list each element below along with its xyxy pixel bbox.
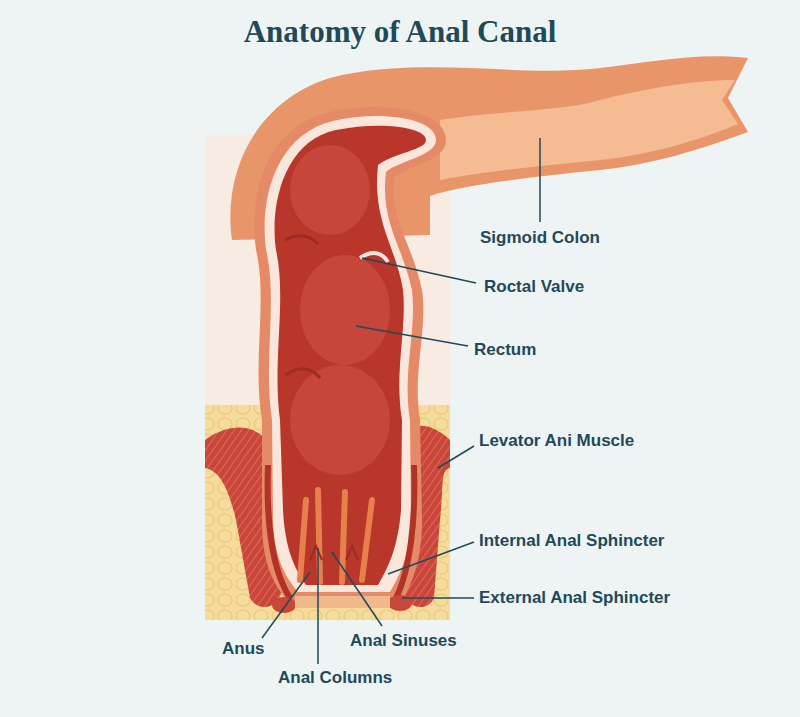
part-label: Rectum: [474, 340, 536, 360]
diagram-title: Anatomy of Anal Canal: [0, 14, 800, 50]
part-label: Anus: [222, 639, 265, 659]
part-label: External Anal Sphincter: [479, 588, 670, 608]
part-label: Internal Anal Sphincter: [479, 531, 664, 551]
part-label: Sigmoid Colon: [480, 228, 600, 248]
part-label: Roctal Valve: [484, 277, 584, 297]
part-label: Anal Sinuses: [350, 631, 457, 651]
part-label: Levator Ani Muscle: [479, 431, 634, 451]
part-label: Anal Columns: [278, 668, 392, 688]
